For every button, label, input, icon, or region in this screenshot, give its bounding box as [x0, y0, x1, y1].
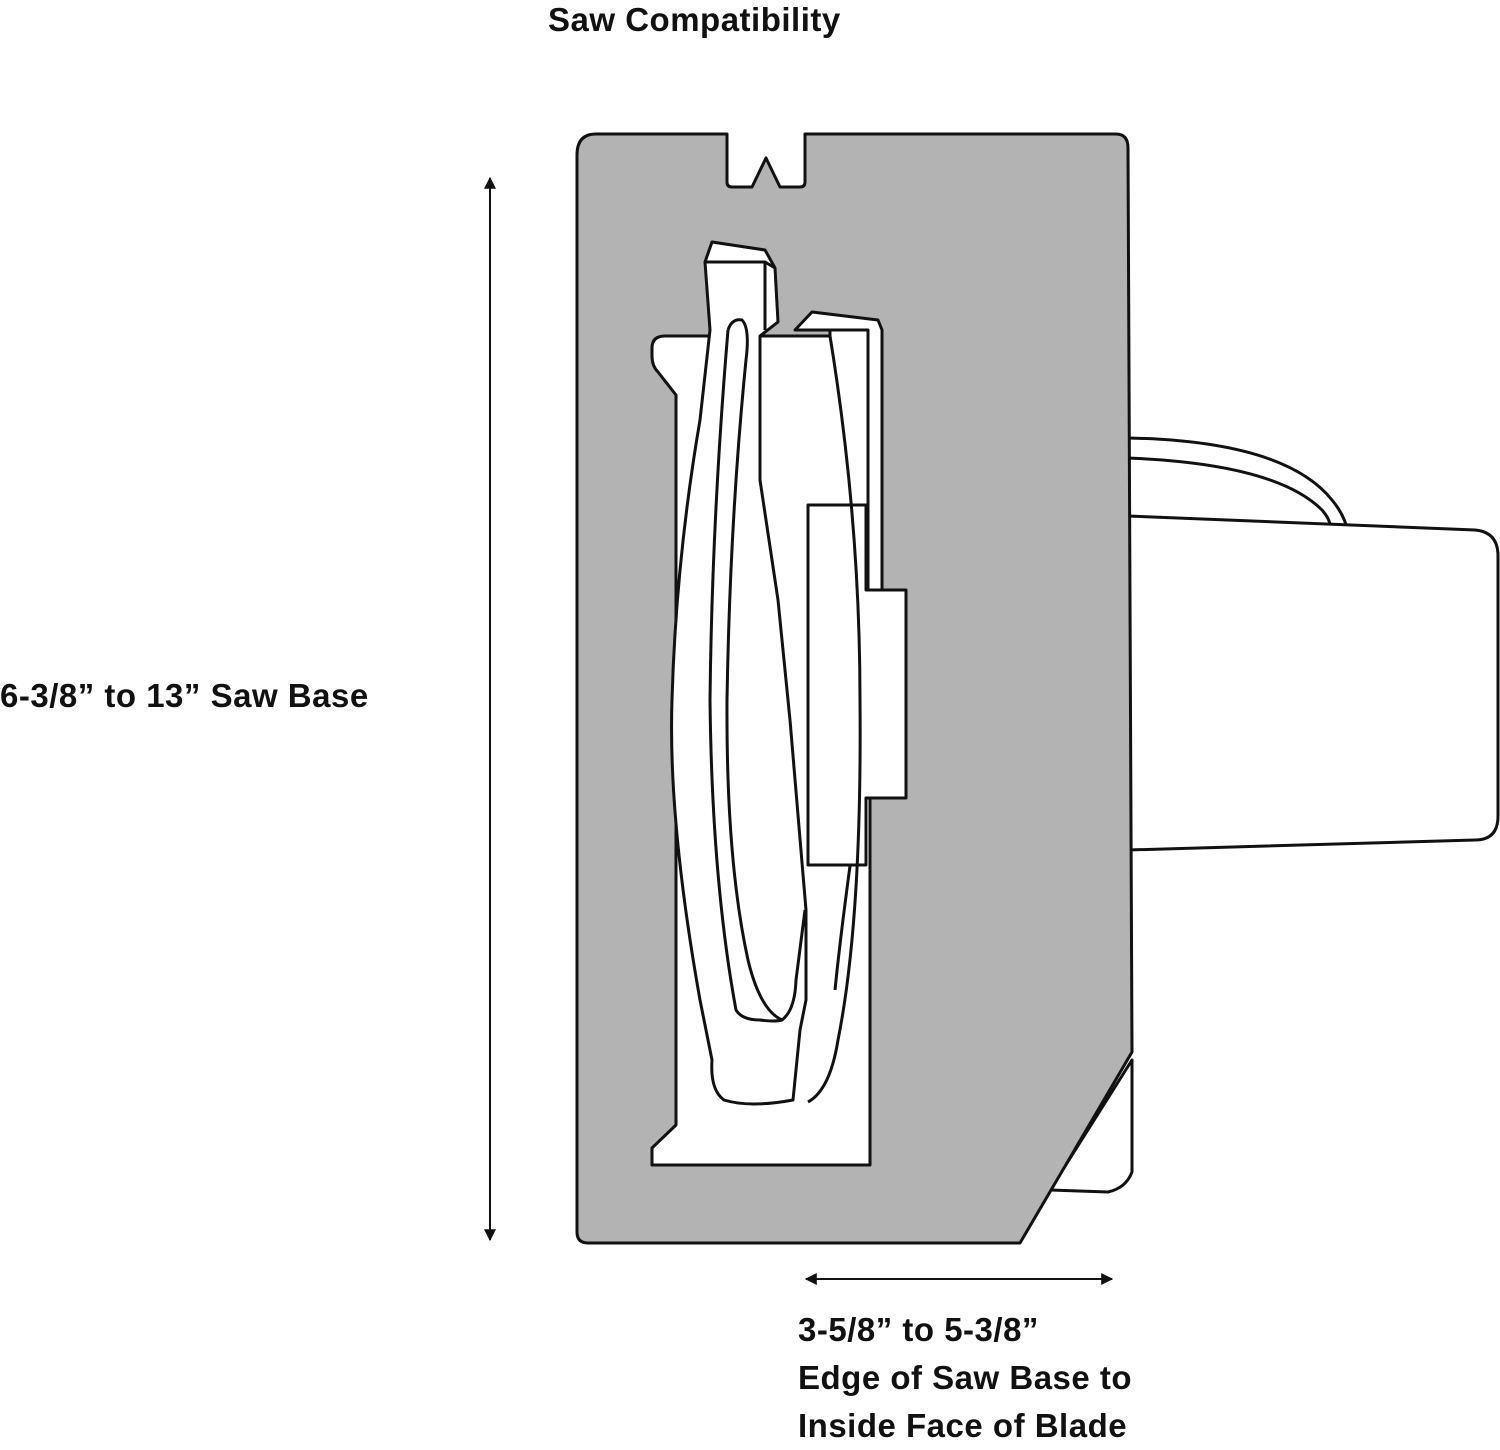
diagram-title: Saw Compatibility [548, 1, 841, 38]
blade-offset-range: 3-5/8” to 5-3/8” [798, 1311, 1039, 1348]
blade-offset-caption-line2: Inside Face of Blade [798, 1407, 1128, 1444]
saw-motor-housing [1126, 436, 1500, 852]
blade-offset-caption-line1: Edge of Saw Base to [798, 1359, 1133, 1396]
blade-offset-label: 3-5/8” to 5-3/8” Edge of Saw Base to Ins… [798, 1306, 1132, 1450]
saw-blade-assembly [670, 240, 908, 1106]
base-height-label: 6-3/8” to 13” Saw Base [0, 677, 369, 714]
